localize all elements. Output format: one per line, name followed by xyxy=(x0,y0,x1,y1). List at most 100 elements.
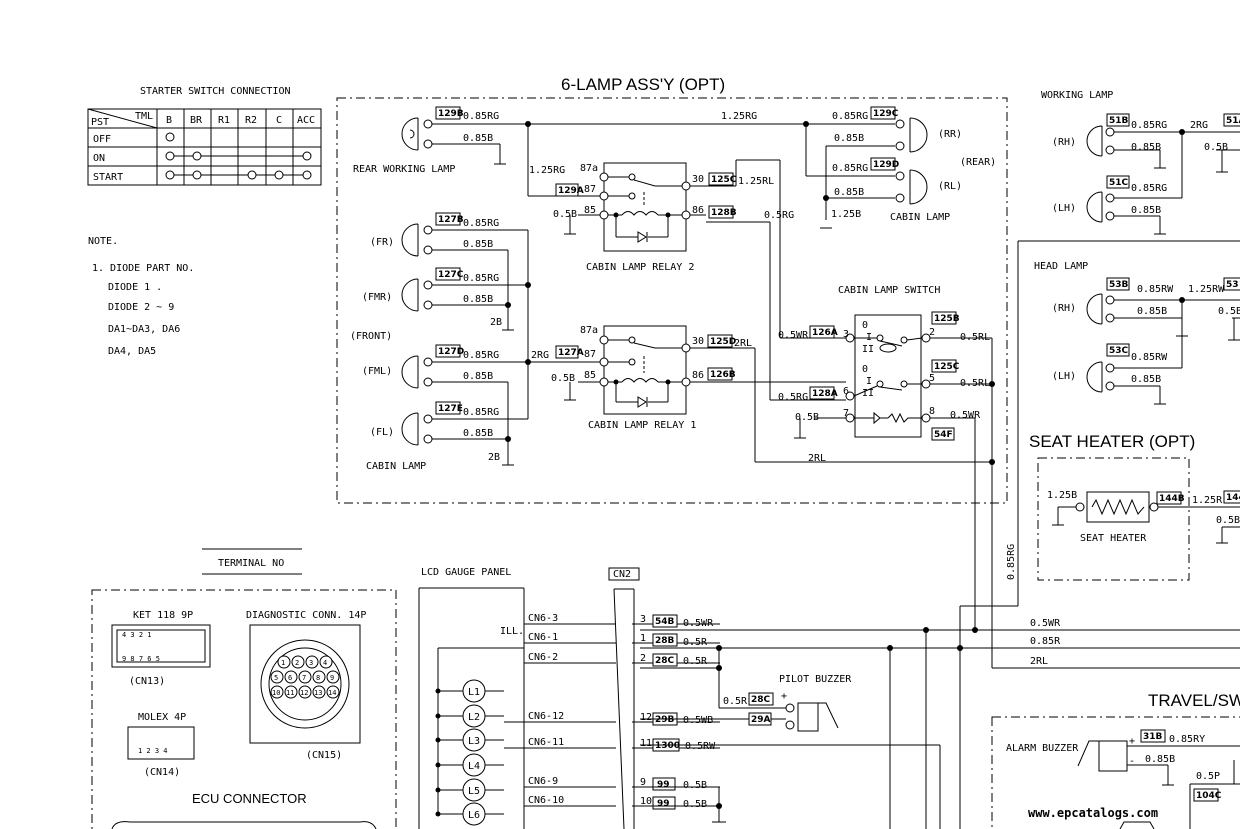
label-fml: (FML) xyxy=(362,366,392,377)
seat-heater-group: SEAT HEATER (OPT) 1.25B 144B 1.25R 144 0… xyxy=(1029,432,1240,581)
row-off: OFF xyxy=(93,134,111,145)
tag-53: 53 xyxy=(1226,280,1239,290)
cn2-label: CN2 xyxy=(613,569,631,580)
tag-54b: 54B xyxy=(655,617,675,627)
note-line-1: 1. DIODE PART NO. xyxy=(92,263,194,274)
pilot-buzzer-label: PILOT BUZZER xyxy=(779,674,852,685)
wire-label-w21: 2RG xyxy=(531,350,549,361)
working-lamp-lh: (LH) xyxy=(1052,203,1076,214)
tag-125d: 125D xyxy=(710,337,736,347)
tag-127e: 127E xyxy=(438,404,463,414)
wire-label-w29: 0.5WR xyxy=(950,410,981,421)
wire-label-w42: 0.85B xyxy=(1131,374,1161,385)
note-block: NOTE. 1. DIODE PART NO. DIODE 1 . DIODE … xyxy=(88,236,194,357)
cn2-pin-number: 1 xyxy=(640,633,646,644)
tag-51c: 51C xyxy=(1109,178,1129,188)
wire-label-w14: 0.85B xyxy=(463,239,493,250)
buzzer-minus: - xyxy=(781,714,787,725)
cabin-lamp-right-label: CABIN LAMP xyxy=(890,212,950,223)
wire-label-w41: 0.85RW xyxy=(1131,352,1168,363)
cabin-lamp-left-label: CABIN LAMP xyxy=(366,461,426,472)
tag-128b: 128B xyxy=(711,208,737,218)
wire-label-w46: 0.85RG xyxy=(1006,544,1017,580)
travel-switch-section: TRAVEL/SW ALARM BUZZER + - 31B 0.85RY 0.… xyxy=(991,691,1240,829)
wire-label-w34: 0.5B xyxy=(1204,142,1228,153)
cn15-label: (CN15) xyxy=(306,750,342,761)
wire-label-w32: 0.85B xyxy=(1131,142,1161,153)
note-line-4: DA1~DA3, DA6 xyxy=(108,324,180,335)
diag-pin xyxy=(326,685,340,699)
tag-128a: 128A xyxy=(812,389,838,399)
diag-pin xyxy=(298,670,312,684)
wire-label-w35: 0.85RG xyxy=(1131,183,1167,194)
tag-29b: 29B xyxy=(655,715,675,725)
cn13-label: (CN13) xyxy=(129,676,165,687)
cabin-lamp-relay-1: 87a 87 85 30 86 2RG 127A 0.5B 125D 2RL 1… xyxy=(531,325,846,462)
switch-pin-6: 6 xyxy=(843,386,849,397)
diag-pin xyxy=(270,685,284,699)
row-on: ON xyxy=(93,153,105,164)
wire-label-w38: 0.85B xyxy=(1137,306,1167,317)
diag-pin xyxy=(319,655,333,669)
wire-label-w12: 0.5RG xyxy=(764,210,794,221)
cn2-pin-number: 9 xyxy=(640,777,646,788)
wire-label-w15: 0.85RG xyxy=(463,273,499,284)
cn2-pin-number: 10 xyxy=(640,796,652,807)
tag-99b: 99 xyxy=(657,799,670,809)
diag-pin-label: 6 xyxy=(288,674,292,682)
wire-label-w40: 0.5B xyxy=(1218,306,1240,317)
tag-53b: 53B xyxy=(1109,280,1129,290)
wire-label-w59: 0.85B xyxy=(1145,754,1175,765)
working-lamp-rh: (RH) xyxy=(1052,137,1076,148)
wire-label-w28: 0.5B xyxy=(795,412,819,423)
cn6-row-label: CN6-12 xyxy=(528,711,564,722)
tag-129b: 129B xyxy=(438,109,464,119)
tag-28b: 28B xyxy=(655,636,675,646)
relay2-pin-87a: 87a xyxy=(580,163,598,174)
diag-pin-label: 1 xyxy=(281,659,285,667)
label-fmr: (FMR) xyxy=(362,292,392,303)
wire-label-w5: 0.85B xyxy=(834,133,864,144)
switch-pin-3: 3 xyxy=(843,329,849,340)
ecu-connector-title: ECU CONNECTOR xyxy=(192,791,307,806)
diag-connector-label: DIAGNOSTIC CONN. 14P xyxy=(246,610,366,621)
switch-label: CABIN LAMP SWITCH xyxy=(838,285,940,296)
diag-pin-label: 7 xyxy=(302,674,306,682)
switch-pin-7: 7 xyxy=(843,408,849,419)
indicator-lamp-label: L4 xyxy=(468,761,480,772)
alarm-buzzer-label: ALARM BUZZER xyxy=(1006,743,1079,754)
label-2b-a: 2B xyxy=(490,317,502,328)
diag-pin-label: 11 xyxy=(286,689,294,697)
tag-126a: 126A xyxy=(812,328,838,338)
relay1-pin-87: 87 xyxy=(584,349,596,360)
wire-label-w55: 0.5B xyxy=(683,780,707,791)
wire-label-w4: 0.85RG xyxy=(832,111,868,122)
cn2-pin-number: 12 xyxy=(640,712,652,723)
wire-label-w17: 0.85RG xyxy=(463,350,499,361)
col-c: C xyxy=(276,115,282,126)
wire-label-w1: 0.85RG xyxy=(463,111,499,122)
relay2-pin-30: 30 xyxy=(692,174,704,185)
tag-125c: 125C xyxy=(711,175,737,185)
cn2-pin-number: 2 xyxy=(640,653,646,664)
diag-pin xyxy=(277,655,291,669)
cabin-lamp-relay-2: 87a 87 85 30 86 1.25RG 129A 0.5B 125C 1.… xyxy=(527,124,846,401)
wire-label-w9: 1.25RG xyxy=(529,165,565,176)
tag-99a: 99 xyxy=(657,780,670,790)
tag-28c-b: 28C xyxy=(751,695,771,705)
lcd-panel-label: LCD GAUGE PANEL xyxy=(421,567,511,578)
cn6-row-label: CN6-10 xyxy=(528,795,564,806)
tag-127d: 127D xyxy=(438,347,464,357)
starter-switch-title: STARTER SWITCH CONNECTION xyxy=(140,86,291,97)
diag-pin xyxy=(291,655,305,669)
cn6-row-label: CN6-1 xyxy=(528,632,558,643)
lamp-assy-title: 6-LAMP ASS'Y (OPT) xyxy=(561,75,725,94)
wire-label-w30: 2RL xyxy=(808,453,826,464)
wire-label-w16: 0.85B xyxy=(463,294,493,305)
col-br: BR xyxy=(190,115,203,126)
relay2-label: CABIN LAMP RELAY 2 xyxy=(586,262,694,273)
tag-129c: 129C xyxy=(873,109,899,119)
wire-label-w57: 0.5R xyxy=(723,696,748,707)
